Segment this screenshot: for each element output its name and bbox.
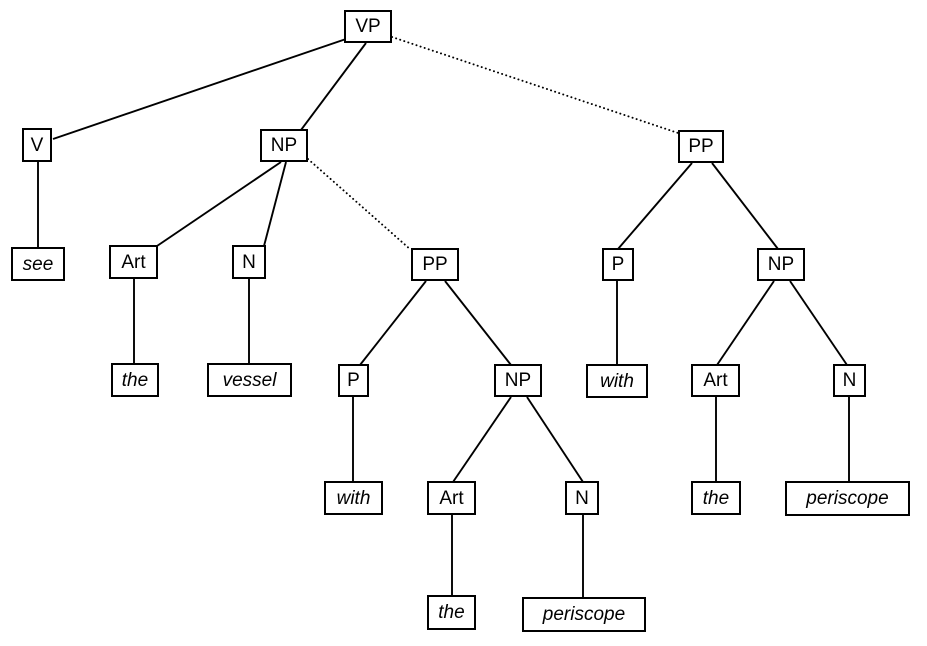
tree-node-np_mid: NP [494,364,542,397]
tree-node-label: Art [703,370,728,391]
tree-node-label: PP [688,136,714,157]
tree-node-np1: NP [260,129,308,162]
tree-node-label: N [575,487,589,509]
tree-node-label: VP [355,16,381,37]
tree-node-n_m: N [565,481,599,515]
tree-edge-pp_right-to-np_right [711,162,779,250]
tree-edge-np_mid-to-art_m [452,396,512,483]
tree-node-label: NP [767,254,795,275]
tree-edge-pp_mid-to-p_mid [359,280,427,366]
tree-edge-pp_right-to-p_right [617,162,693,250]
tree-node-the_r: the [691,481,741,515]
tree-edge-np_right-to-n_r [789,280,848,366]
tree-node-label: Art [439,487,464,509]
tree-node-with_m: with [324,481,383,515]
tree-node-see: see [11,247,65,281]
tree-edge-pp_mid-to-np_mid [444,280,512,366]
tree-node-label: the [121,369,149,391]
tree-edge-np1-to-art1 [156,161,282,247]
tree-node-p_right: P [602,248,634,281]
tree-node-art_r: Art [691,364,740,397]
tree-node-art_m: Art [427,481,476,515]
tree-node-periscope_r: periscope [785,481,910,516]
tree-node-vessel: vessel [207,363,292,397]
tree-node-p_mid: P [338,364,369,397]
tree-node-the1: the [111,363,159,397]
tree-node-pp_right: PP [678,130,724,163]
tree-node-label: N [242,251,256,273]
tree-node-label: PP [422,254,448,275]
tree-node-label: P [347,370,360,391]
tree-node-periscope_m: periscope [522,597,646,632]
tree-node-label: the [702,487,730,509]
tree-node-label: Art [121,251,146,273]
tree-node-vp: VP [344,10,392,43]
tree-node-v: V [22,128,52,162]
tree-node-label: with [600,370,634,392]
tree-node-label: V [30,134,44,156]
tree-node-pp_mid: PP [411,248,459,281]
tree-node-art1: Art [109,245,158,279]
tree-node-label: vessel [222,369,277,391]
tree-node-label: NP [270,135,298,156]
tree-node-n_r: N [833,364,866,397]
tree-edge-vp-to-pp_right [391,36,679,134]
tree-node-label: the [438,602,465,623]
tree-node-label: P [611,254,625,275]
tree-node-np_right: NP [757,248,805,281]
tree-node-the_m: the [427,595,476,630]
tree-edge-np1-to-pp_mid [307,158,412,251]
tree-edge-np_mid-to-n_m [526,396,584,483]
tree-node-n1: N [232,245,266,279]
tree-node-label: N [842,370,857,391]
tree-edge-np1-to-n1 [263,161,287,247]
tree-node-label: NP [504,370,532,391]
tree-node-label: periscope [542,604,626,625]
tree-edge-vp-to-np1 [300,42,367,131]
tree-node-label: with [336,487,371,509]
tree-edge-vp-to-v [52,38,347,140]
tree-node-label: see [22,253,54,275]
tree-node-with_r: with [586,364,648,398]
tree-node-label: periscope [806,488,889,509]
tree-edge-np_right-to-art_r [716,280,775,366]
